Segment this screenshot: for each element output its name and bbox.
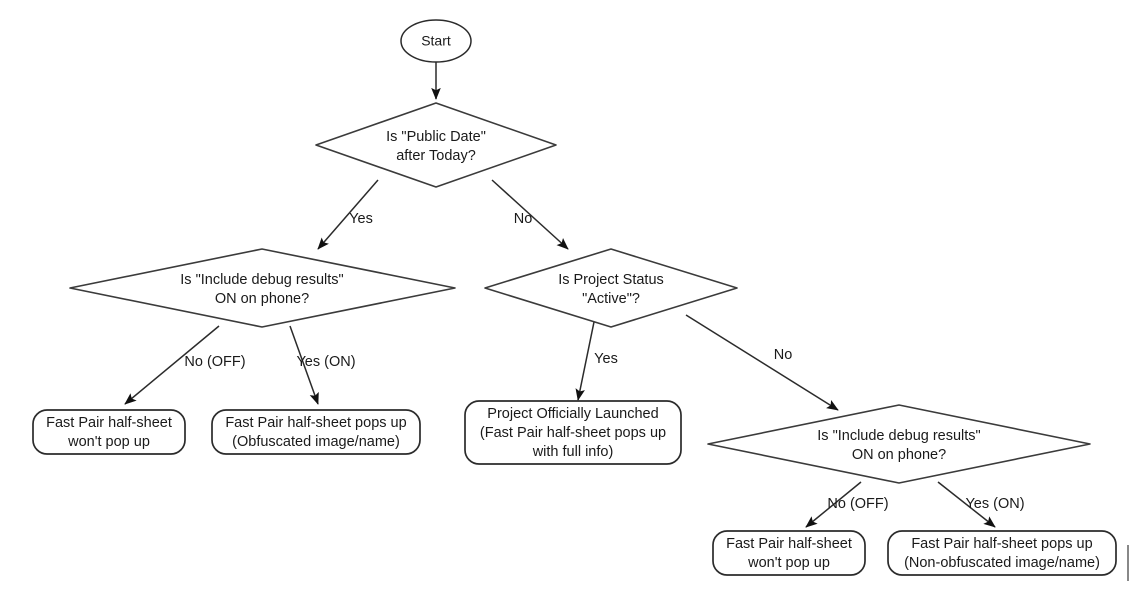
terminal-obfuscated-line1: Fast Pair half-sheet pops up — [225, 415, 406, 431]
terminal-no-popup-left-box — [32, 409, 186, 455]
terminal-launched-box — [464, 400, 682, 465]
node-terminal-non-obfuscated[interactable]: Fast Pair half-sheet pops up (Non-obfusc… — [887, 530, 1117, 576]
decision-debug-right-diamond — [707, 404, 1091, 484]
edge-public-date-yes — [317, 179, 379, 250]
edge-label-debug-right-no: No (OFF) — [827, 496, 888, 512]
decision-debug-left-line1: Is "Include debug results" — [180, 272, 343, 288]
edge-label-public-date-no: No — [514, 211, 533, 227]
terminal-no-popup-left-line1: Fast Pair half-sheet — [46, 415, 172, 431]
terminal-non-obfuscated-line1: Fast Pair half-sheet pops up — [911, 536, 1092, 552]
decision-debug-left-line2: ON on phone? — [215, 291, 309, 307]
decision-project-status-diamond — [484, 248, 738, 328]
edge-label-public-date-yes: Yes — [349, 211, 373, 227]
terminal-no-popup-right-line1: Fast Pair half-sheet — [726, 536, 852, 552]
node-terminal-no-popup-left[interactable]: Fast Pair half-sheet won't pop up — [32, 409, 186, 455]
terminal-obfuscated-box — [211, 409, 421, 455]
edge-project-status-yes — [575, 321, 595, 401]
edge-labels-layer: Yes No No (OFF) Yes (ON) Yes No No (OFF)… — [184, 211, 1024, 512]
edge-label-debug-right-yes: Yes (ON) — [965, 496, 1024, 512]
terminal-launched-line2: (Fast Pair half-sheet pops up — [480, 425, 666, 441]
node-decision-project-status[interactable]: Is Project Status "Active"? — [484, 248, 738, 328]
start-ellipse — [400, 19, 472, 63]
node-start[interactable]: Start — [400, 19, 472, 63]
terminal-no-popup-right-line2: won't pop up — [747, 555, 830, 571]
node-terminal-launched[interactable]: Project Officially Launched (Fast Pair h… — [464, 400, 682, 465]
node-decision-debug-right[interactable]: Is "Include debug results" ON on phone? — [707, 404, 1091, 484]
start-label: Start — [421, 33, 451, 49]
decision-public-date-line1: Is "Public Date" — [386, 129, 486, 145]
terminal-no-popup-left-line2: won't pop up — [67, 434, 150, 450]
decision-debug-right-line2: ON on phone? — [852, 447, 946, 463]
edge-debug-left-no — [124, 325, 220, 405]
edge-label-debug-left-yes: Yes (ON) — [296, 354, 355, 370]
edge-debug-right-no — [805, 481, 862, 528]
decision-project-status-line2: "Active"? — [582, 291, 640, 307]
edges-layer — [124, 62, 1129, 581]
node-decision-public-date[interactable]: Is "Public Date" after Today? — [315, 102, 557, 188]
decision-project-status-line1: Is Project Status — [558, 272, 664, 288]
terminal-non-obfuscated-line2: (Non-obfuscated image/name) — [904, 555, 1100, 571]
edge-public-date-no — [491, 179, 569, 250]
decision-debug-right-line1: Is "Include debug results" — [817, 428, 980, 444]
edge-label-project-status-yes: Yes — [594, 351, 618, 367]
edge-project-status-no — [685, 314, 839, 411]
terminal-launched-line3: with full info) — [532, 444, 614, 460]
terminal-obfuscated-line2: (Obfuscated image/name) — [232, 434, 400, 450]
edge-label-debug-left-no: No (OFF) — [184, 354, 245, 370]
node-decision-debug-left[interactable]: Is "Include debug results" ON on phone? — [69, 248, 456, 328]
node-terminal-obfuscated[interactable]: Fast Pair half-sheet pops up (Obfuscated… — [211, 409, 421, 455]
edge-debug-right-yes — [937, 481, 996, 528]
node-terminal-no-popup-right[interactable]: Fast Pair half-sheet won't pop up — [712, 530, 866, 576]
terminal-non-obfuscated-box — [887, 530, 1117, 576]
decision-public-date-diamond — [315, 102, 557, 188]
edge-label-project-status-no: No — [774, 347, 793, 363]
edge-debug-left-yes — [289, 325, 319, 405]
terminal-no-popup-right-box — [712, 530, 866, 576]
decision-debug-left-diamond — [69, 248, 456, 328]
decision-public-date-line2: after Today? — [396, 148, 476, 164]
terminal-launched-line1: Project Officially Launched — [487, 406, 658, 422]
